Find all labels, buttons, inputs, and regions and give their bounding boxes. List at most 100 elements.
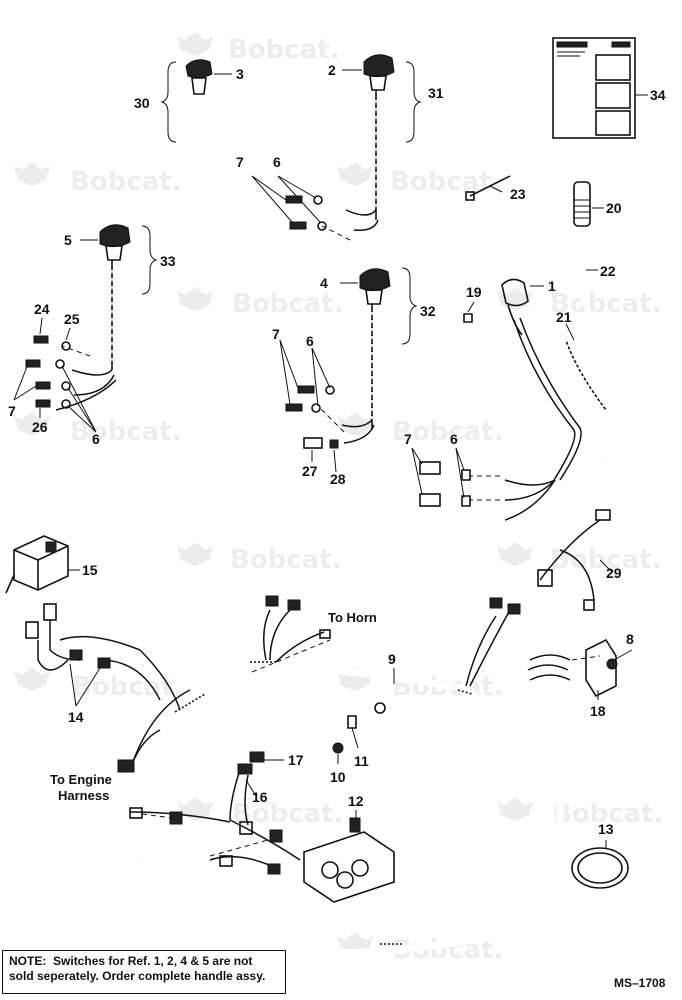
callout-1: 1 [548,278,556,294]
callout-26: 26 [32,419,48,435]
callout-6d: 6 [450,431,458,447]
note-line-1: NOTE: Switches for Ref. 1, 2, 4 & 5 are … [9,954,279,969]
watermark-text: Bobcat. [232,289,344,319]
callout-7c: 7 [8,403,16,419]
callout-27: 27 [302,463,318,479]
handle-knob-3 [185,59,213,95]
callout-11: 11 [354,753,369,769]
note-line-2: sold seperately. Order complete handle a… [9,969,266,983]
watermark-text: Bobcat. [230,545,342,575]
callout-8: 8 [626,631,634,647]
callout-12: 12 [348,793,364,809]
callout-23: 23 [510,186,526,202]
watermark-logo-icon [497,287,533,311]
watermark-logo-icon [497,797,533,821]
callout-18: 18 [590,703,606,719]
watermark-group: Bobcat. Bobcat. Bobcat. Bobcat. Bobcat. … [14,32,664,965]
watermark-logo-icon [337,162,373,186]
decal-sheet-34 [552,37,636,139]
callout-3: 3 [236,66,244,82]
main-harness-9 [137,658,567,957]
callout-10: 10 [330,769,346,785]
callout-34: 34 [650,87,666,103]
watermark-text: Bobcat. [232,799,344,829]
note-text-1: Switches for Ref. 1, 2, 4 & 5 are not [53,954,253,968]
watermark-text: Bobcat. [390,167,502,197]
callout-15: 15 [82,562,98,578]
callout-16: 16 [252,789,268,805]
watermark-logo-icon [337,412,373,436]
callout-29: 29 [606,565,622,581]
screw-nut-group-top [285,195,327,231]
dashed-connections [61,225,601,857]
callout-30: 30 [134,95,150,111]
callout-6a: 6 [273,154,281,170]
brackets [141,61,422,345]
leader-lines [13,69,648,848]
watermark-text: Bobcat. [552,799,664,829]
callout-6b: 6 [306,333,314,349]
callout-28: 28 [330,471,346,487]
handle-assembly-1 [501,278,582,521]
watermark-text: Bobcat. [70,417,182,447]
watermark-logo-icon [177,542,213,566]
coil-13 [571,847,629,889]
clip-19 [463,313,473,323]
callout-24: 24 [34,301,50,317]
sleeve-21 [565,339,607,411]
watermark-text: Bobcat. [550,545,662,575]
callout-9: 9 [388,651,396,667]
callout-22: 22 [600,263,616,279]
callout-7a: 7 [236,154,244,170]
harness-branches [25,595,521,773]
lever-20-22 [573,181,638,460]
callout-25: 25 [64,311,80,327]
watermark-logo-icon [497,542,533,566]
clip-10-11 [332,702,386,754]
watermark-text: Bobcat. [228,35,340,65]
handle-assembly-4 [341,268,391,444]
watermark-logo-icon [14,667,50,691]
handle-assembly-5 [55,224,131,411]
screw-nut-group-right [419,461,471,507]
watermark-logo-icon [14,412,50,436]
callout-33: 33 [160,253,176,269]
watermark-text: Bobcat. [72,672,184,702]
valve-15 [5,535,69,594]
watermark-text: Bobcat. [70,167,182,197]
watermark-logo-icon [14,162,50,186]
note-box: NOTE: Switches for Ref. 1, 2, 4 & 5 are … [2,950,286,994]
watermark-logo-icon [177,32,213,56]
watermark-logo-icon [337,667,373,691]
callout-20: 20 [606,200,622,216]
reference-code: MS–1708 [614,976,666,990]
label-to-engine-line2: Harness [58,788,109,803]
note-lead: NOTE: [9,954,47,968]
callout-2: 2 [328,62,336,78]
watermark-text: Bobcat. [550,289,662,319]
harness-branch-29 [537,509,611,611]
callout-6c: 6 [92,431,100,447]
callout-7d: 7 [404,431,412,447]
callout-32: 32 [420,303,436,319]
callout-13: 13 [598,821,614,837]
label-to-horn: To Horn [328,610,377,625]
callout-14: 14 [68,709,84,725]
harness-16 [129,751,301,875]
callout-7b: 7 [272,326,280,342]
callout-31: 31 [428,85,444,101]
screw-nut-group-middle [285,385,339,449]
watermark-text: Bobcat. [392,417,504,447]
callout-labels: 3 2 30 31 34 7 6 23 20 5 33 22 4 1 19 24… [8,62,666,837]
callout-19: 19 [466,284,482,300]
callout-17: 17 [288,752,304,768]
label-to-engine-line1: To Engine [50,772,112,787]
callout-4: 4 [320,275,328,291]
control-valve-12 [303,817,395,903]
callout-5: 5 [64,232,72,248]
handle-assembly-2 [345,54,395,232]
fuse-block-18 [527,638,618,698]
callout-21: 21 [556,309,572,325]
watermark-logo-icon [177,287,213,311]
